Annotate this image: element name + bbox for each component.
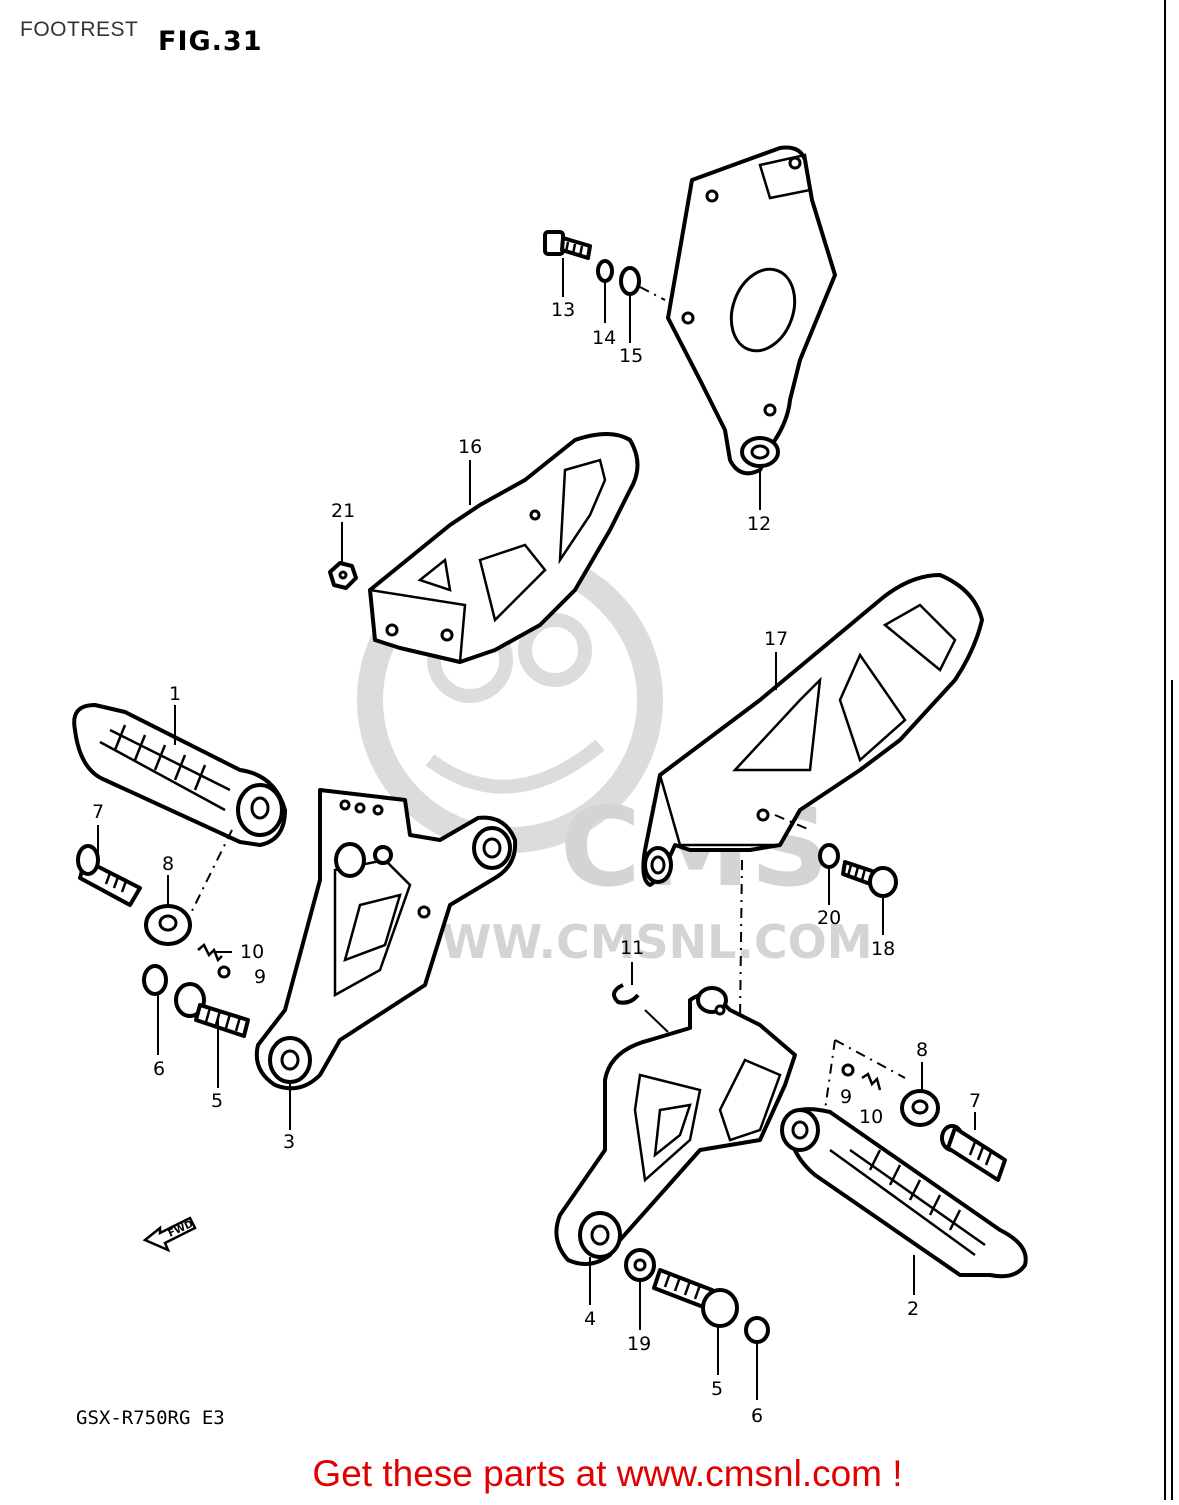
- washer-14: [596, 259, 614, 283]
- label-8-left: 8: [162, 853, 174, 875]
- clip-11: [612, 983, 640, 1005]
- nut-21: [328, 561, 358, 590]
- cap-6-left: [142, 964, 168, 996]
- spring-10-right: [861, 1072, 882, 1091]
- leader-line: [774, 814, 811, 831]
- label-14: 14: [592, 327, 616, 349]
- label-15: 15: [619, 345, 643, 367]
- bolt-13: [543, 230, 592, 260]
- label-9-right: 9: [840, 1086, 852, 1108]
- label-10-left: 10: [240, 941, 264, 963]
- ball-9-right: [841, 1063, 855, 1077]
- leader-line: [739, 859, 743, 1021]
- label-2: 2: [907, 1298, 919, 1320]
- label-21: 21: [331, 500, 355, 522]
- label-17: 17: [764, 628, 788, 650]
- label-3: 3: [283, 1131, 295, 1153]
- part-number-labels: 1 2 3 4 5 5 6 6 7 7 8 8 9 9 10 10 11 12 …: [92, 299, 981, 1427]
- label-11: 11: [620, 937, 644, 959]
- part-1-footpeg: [72, 703, 287, 847]
- part-16-heel-guard: [368, 432, 640, 664]
- label-7-right: 7: [969, 1090, 981, 1112]
- label-8-right: 8: [916, 1039, 928, 1061]
- label-6-right: 6: [751, 1405, 763, 1427]
- part-4-bracket: [554, 986, 797, 1266]
- leader-line: [639, 286, 666, 301]
- bolt-5-right: [652, 1268, 739, 1328]
- part-2-footpeg: [780, 1107, 1028, 1279]
- leader-line: [184, 829, 233, 926]
- part-3-bracket: [254, 788, 518, 1091]
- label-13: 13: [551, 299, 575, 321]
- washer-20: [818, 843, 840, 869]
- watermark-url: WWW.CMSNL.COM: [390, 915, 873, 969]
- label-10-right: 10: [859, 1106, 883, 1128]
- bolt-18: [841, 860, 898, 898]
- model-code: GSX-R750RG E3: [76, 1407, 225, 1429]
- bolt-5-left: [174, 982, 250, 1038]
- parts-link[interactable]: Get these parts at www.cmsnl.com !: [312, 1453, 903, 1494]
- label-7-left: 7: [92, 801, 104, 823]
- label-9-left: 9: [254, 966, 266, 988]
- washer-19: [624, 1248, 656, 1282]
- washer-8-right: [900, 1089, 940, 1127]
- label-4: 4: [584, 1308, 596, 1330]
- page-title: FOOTREST: [20, 18, 139, 41]
- part-12-plate: [666, 145, 837, 476]
- label-18: 18: [871, 938, 895, 960]
- footer-link-row: Get these parts at www.cmsnl.com !: [0, 1453, 1179, 1495]
- label-6-left: 6: [153, 1058, 165, 1080]
- part-17-heel-guard: [641, 573, 984, 887]
- label-5-right: 5: [711, 1378, 723, 1400]
- cap-6-right: [744, 1316, 770, 1344]
- label-19: 19: [627, 1333, 651, 1355]
- label-5-left: 5: [211, 1090, 223, 1112]
- leader-line: [824, 1039, 836, 1111]
- pin-7-right: [940, 1124, 1007, 1182]
- ball-9-left: [217, 965, 231, 979]
- label-12: 12: [747, 513, 771, 535]
- label-1: 1: [169, 683, 181, 705]
- figure-number: FIG.31: [158, 26, 263, 57]
- label-20: 20: [817, 907, 841, 929]
- fwd-arrow-icon: FWD: [142, 1216, 197, 1253]
- washer-8-left: [144, 904, 192, 946]
- pin-7-left: [76, 844, 142, 907]
- spring-10-left: [197, 943, 223, 963]
- washer-15: [619, 266, 641, 296]
- leader-line: [644, 1009, 669, 1033]
- leader-lines: [97, 258, 976, 1400]
- label-16: 16: [458, 436, 482, 458]
